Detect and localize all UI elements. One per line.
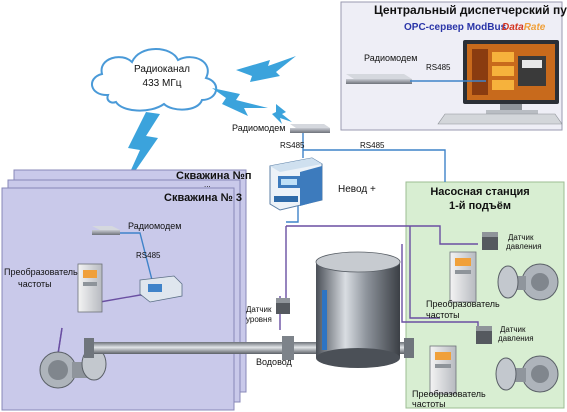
pressure-sensor-2-icon <box>476 326 492 344</box>
opc-server-label: OPC-сервер ModBus <box>404 22 507 33</box>
pipeline-label: Водовод <box>256 357 292 367</box>
well-radiomodem-icon <box>92 226 120 235</box>
well-frequency-converter-icon <box>77 263 103 313</box>
pump-converter-1-label-line1: Преобразователь <box>426 299 500 309</box>
level-sensor-label-line2: уровня <box>246 315 272 324</box>
well-converter-label-line2: частоты <box>18 279 52 289</box>
well-converter-box-icon <box>139 275 183 303</box>
pump-converter-1-icon <box>449 251 477 303</box>
well-rs485-label: RS485 <box>136 251 161 260</box>
well-front-title: Скважина № 3 <box>164 192 242 204</box>
pressure-sensor-1-icon <box>482 232 498 250</box>
pump-converter-1-label-line2: частоты <box>426 310 460 320</box>
relay-modem-label: Радиомодем <box>232 123 286 133</box>
relay-radiomodem-icon <box>290 124 330 133</box>
dispatch-title: Центральный диспетчерский пункт <box>374 3 567 17</box>
datarate-logo-prefix: Data <box>502 22 524 33</box>
nevod-controller-icon <box>269 157 323 211</box>
dispatch-rs485-label: RS485 <box>426 63 451 72</box>
pressure-sensor-1-label-line1: Датчик <box>508 233 534 242</box>
radio-cloud-icon <box>91 48 217 112</box>
radio-signal-right-icon <box>212 88 268 116</box>
level-sensor-label-line1: Датчик <box>246 305 272 314</box>
pressure-sensor-2-label-line1: Датчик <box>500 325 526 334</box>
well-back-dots: ... <box>204 180 211 189</box>
nevod-controller-label: Невод + <box>338 184 376 195</box>
level-sensor-icon <box>276 298 290 314</box>
pump-unit-1-icon <box>497 263 559 301</box>
pressure-sensor-2-label-line2: давления <box>498 334 534 343</box>
radio-signal-dispatch-icon <box>236 56 296 82</box>
pump-station-title-line1: Насосная станция <box>430 186 530 198</box>
datarate-logo: DataRate <box>502 22 545 33</box>
monitor-icon <box>437 40 563 125</box>
pump-converter-2-icon <box>429 345 457 395</box>
well-converter-label-line1: Преобразователь <box>4 267 78 277</box>
relay-rs485-right-label: RS485 <box>360 141 385 150</box>
dispatch-modem-label: Радиомодем <box>364 53 418 63</box>
pump-converter-2-label-line1: Преобразователь <box>412 389 486 399</box>
radio-channel-line2: 433 МГц <box>142 78 182 89</box>
pump-unit-2-icon <box>495 355 559 393</box>
pump-converter-2-label-line2: частоты <box>412 399 446 409</box>
well-modem-label: Радиомодем <box>128 221 182 231</box>
pressure-sensor-1-label-line2: давления <box>506 242 542 251</box>
dispatch-radiomodem-icon <box>346 74 412 84</box>
pump-station-title-line2: 1-й подъём <box>449 200 511 212</box>
relay-rs485-left-label: RS485 <box>280 141 305 150</box>
radio-signal-relay-icon <box>272 104 292 124</box>
datarate-logo-suffix: Rate <box>523 22 546 33</box>
water-tank-icon <box>315 251 401 368</box>
well-back-title: Скважина №п <box>176 170 252 182</box>
radio-channel-line1: Радиоканал <box>134 64 190 75</box>
